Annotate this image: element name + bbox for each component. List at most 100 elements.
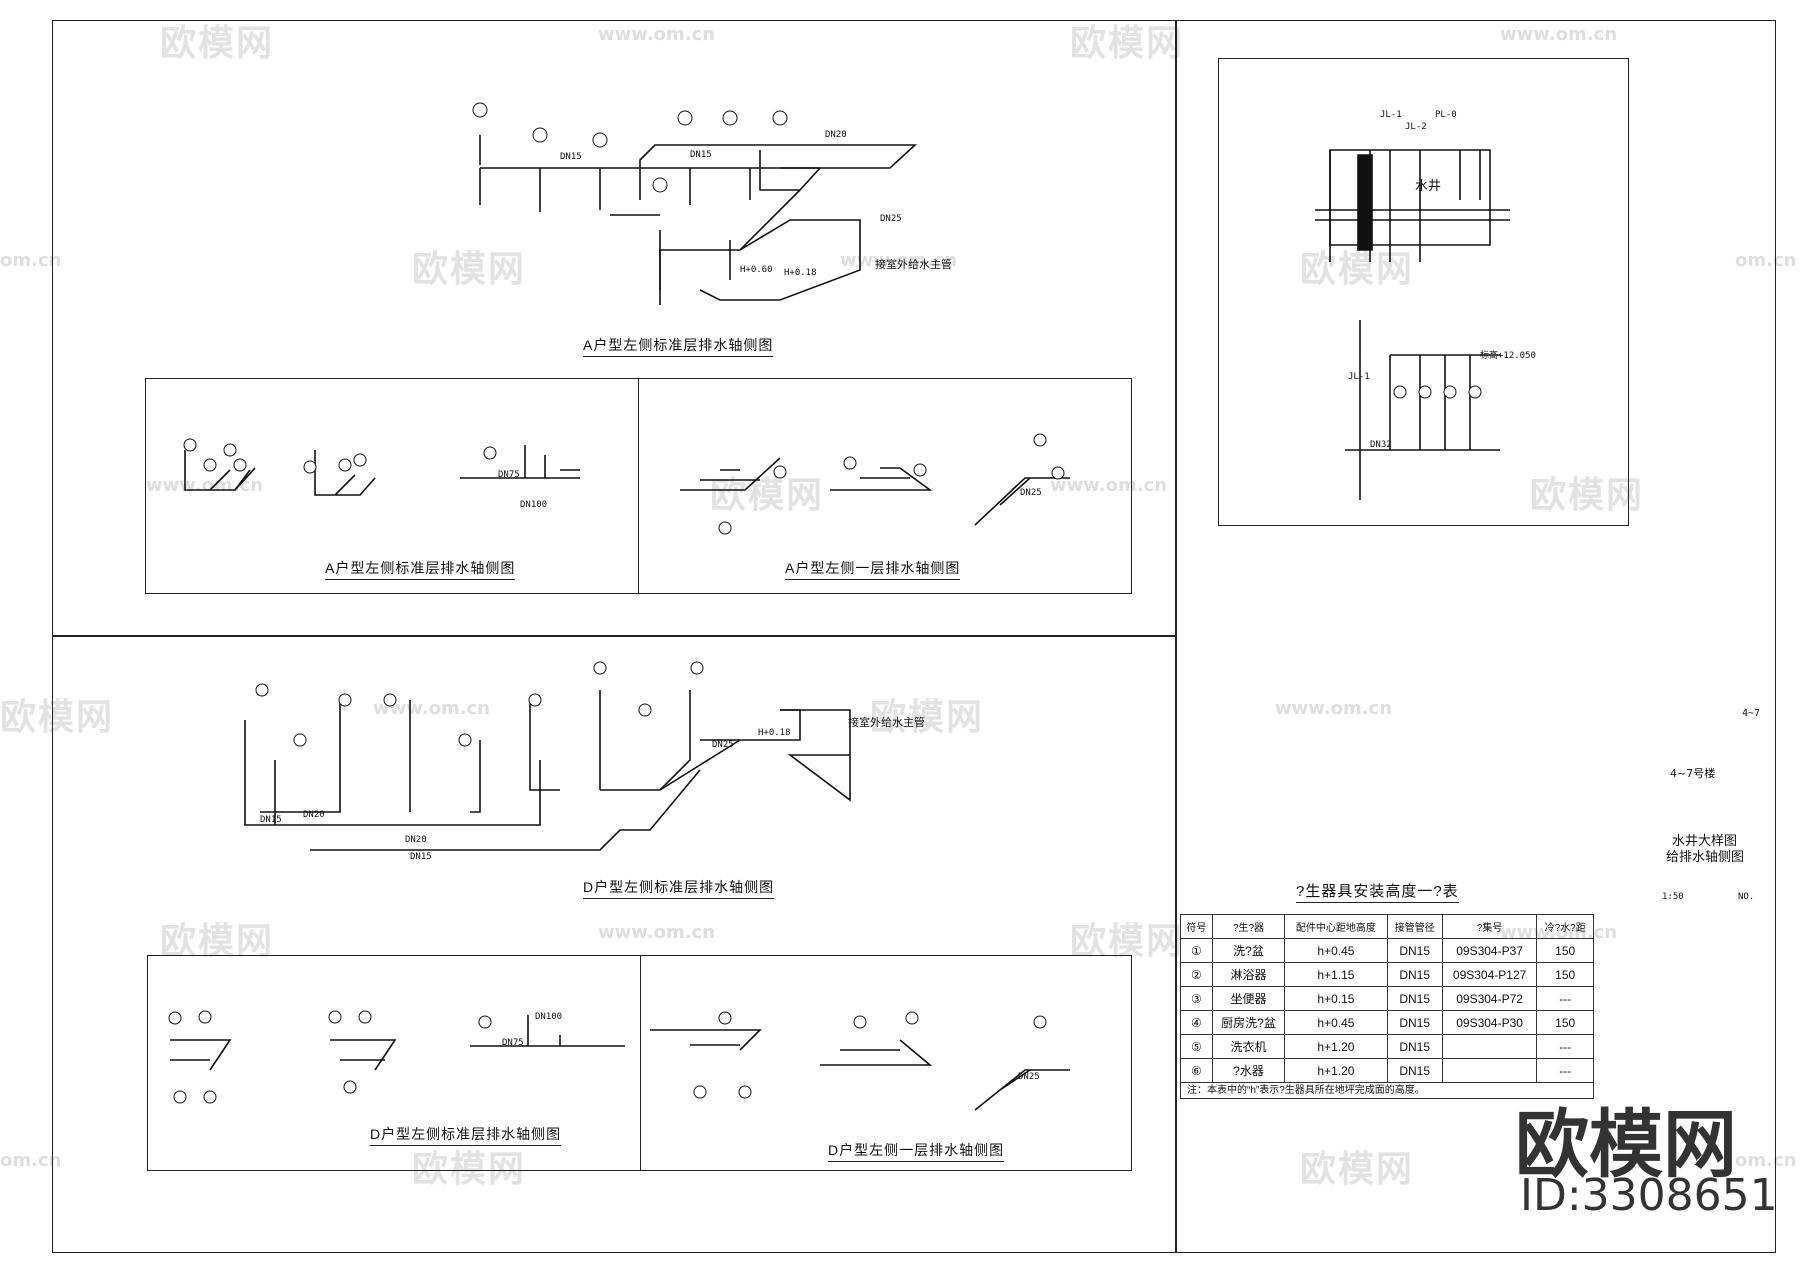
pipe-label-h018: H+0.18 <box>758 728 791 738</box>
watermark-url: www.om.cn <box>1500 24 1618 45</box>
pipe-label-dn15: DN15 <box>260 815 282 825</box>
cell-symbol: ③ <box>1180 986 1213 1011</box>
cell-pipe: DN15 <box>1386 1034 1443 1059</box>
cell-pipe: DN15 <box>1386 1058 1443 1083</box>
pipe-label-dn25: DN25 <box>880 214 902 224</box>
cell-atlas: 09S304-P30 <box>1441 1010 1538 1035</box>
cell-height: h+1.20 <box>1284 1058 1388 1083</box>
watermark-brand: 欧模网 <box>160 23 275 64</box>
scale-label: 1:50 <box>1662 892 1684 902</box>
table-row: ⑥ ?水器 h+1.20 DN15 --- <box>1180 1058 1594 1083</box>
drawing-title-2: 给排水轴侧图 <box>1666 850 1745 865</box>
pipe-label-dn100: DN100 <box>535 1012 563 1022</box>
cell-pipe: DN15 <box>1386 1010 1443 1035</box>
watermark-url: om.cn <box>1735 1150 1797 1171</box>
fixture-table: 符号 ?生?器 配件中心距地高度 接管管径 ?集号 冷?水?距 ① 洗?盆 h+… <box>1180 914 1594 1083</box>
cell-height: h+1.20 <box>1284 1034 1388 1059</box>
header-height: 配件中心距地高度 <box>1284 914 1388 939</box>
drawing-border <box>52 20 1776 1253</box>
cell-symbol: ① <box>1180 938 1213 963</box>
model-id: ID:3308651 <box>1520 1170 1778 1221</box>
cell-name: ?水器 <box>1211 1058 1286 1083</box>
pipe-label-dn20: DN20 <box>825 130 847 140</box>
title-d-right-detail: D户型左侧一层排水轴侧图 <box>828 1140 1005 1162</box>
cell-symbol: ⑥ <box>1180 1058 1213 1083</box>
title-block-divider <box>1175 20 1177 1253</box>
cell-spacing: 150 <box>1536 962 1594 987</box>
cell-symbol: ⑤ <box>1180 1034 1213 1059</box>
cell-height: h+1.15 <box>1284 962 1388 987</box>
watermark-brand: 欧模网 <box>1530 475 1645 516</box>
cell-spacing: 150 <box>1536 1010 1594 1035</box>
drawing-title-1: 水井大样图 <box>1672 834 1738 849</box>
watermark-brand: 欧模网 <box>1300 1149 1415 1190</box>
cell-atlas <box>1441 1058 1538 1083</box>
cell-spacing: --- <box>1536 1058 1594 1083</box>
section-divider <box>52 635 1176 637</box>
header-spacing: 冷?水?距 <box>1536 914 1594 939</box>
pipe-label-h018: H+0.18 <box>784 268 817 278</box>
watermark-url: om.cn <box>0 250 62 271</box>
watermark-brand: 欧模网 <box>710 475 825 516</box>
title-a-right-detail: A户型左侧一层排水轴侧图 <box>785 558 961 580</box>
pipe-label-dn20: DN20 <box>405 835 427 845</box>
cell-spacing: --- <box>1536 1034 1594 1059</box>
header-name: ?生?器 <box>1211 914 1286 939</box>
pipe-label-h060: H+0.60 <box>740 265 773 275</box>
table-row: ② 淋浴器 h+1.15 DN15 09S304-P127 150 <box>1180 962 1594 987</box>
panel-d-details-split <box>640 955 641 1171</box>
watermark-url: om.cn <box>0 1150 62 1171</box>
pipe-label-dn15: DN15 <box>690 150 712 160</box>
pipe-label-dn20: DN20 <box>303 810 325 820</box>
building-label: 4~7号楼 <box>1670 767 1716 780</box>
watermark-brand: 欧模网 <box>412 249 527 290</box>
cell-symbol: ④ <box>1180 1010 1213 1035</box>
pipe-label-pl0: PL-0 <box>1435 110 1457 120</box>
watermark-brand: 欧模网 <box>1070 23 1185 64</box>
table-row: ③ 坐便器 h+0.15 DN15 09S304-P72 --- <box>1180 986 1594 1011</box>
cell-atlas: 09S304-P127 <box>1441 962 1538 987</box>
table-row: ① 洗?盆 h+0.45 DN15 09S304-P37 150 <box>1180 938 1594 963</box>
header-symbol: 符号 <box>1180 914 1213 939</box>
panel-d-details <box>147 955 1132 1171</box>
pipe-label-dn75: DN75 <box>502 1038 524 1048</box>
pipe-label-jl2: JL-2 <box>1405 122 1427 132</box>
cell-spacing: --- <box>1536 986 1594 1011</box>
watermark-brand: 欧模网 <box>1300 249 1415 290</box>
pipe-label-dn15: DN15 <box>410 852 432 862</box>
cell-name: 淋浴器 <box>1211 962 1286 987</box>
watermark-url: www.om.cn <box>598 922 716 943</box>
cell-name: 洗衣机 <box>1211 1034 1286 1059</box>
watermark-url: www.om.cn <box>1275 698 1393 719</box>
water-well-label: 水井 <box>1415 179 1442 194</box>
title-a-left-detail: A户型左侧标准层排水轴侧图 <box>325 558 516 580</box>
cell-pipe: DN15 <box>1386 938 1443 963</box>
pipe-label-dn32: DN32 <box>1370 440 1392 450</box>
sheet-number: 4~7 <box>1742 708 1761 719</box>
pipe-label-dn25: DN25 <box>712 740 734 750</box>
panel-a-details-split <box>638 378 639 594</box>
pipe-label-dn25: DN25 <box>1018 1072 1040 1082</box>
pipe-label-jl1: JL-1 <box>1348 372 1370 382</box>
cell-symbol: ② <box>1180 962 1213 987</box>
pipe-label-connect-main: 接室外给水主管 <box>848 716 925 729</box>
fixture-table-title: ?生器具安装高度一?表 <box>1296 880 1459 903</box>
pipe-label-connect-main: 接室外给水主管 <box>875 258 952 271</box>
cell-name: 坐便器 <box>1211 986 1286 1011</box>
watermark-url: www.om.cn <box>840 250 958 271</box>
table-header-row: 符号 ?生?器 配件中心距地高度 接管管径 ?集号 冷?水?距 <box>1180 914 1594 939</box>
watermark-brand: 欧模网 <box>870 697 985 738</box>
watermark-brand: 欧模网 <box>412 1149 527 1190</box>
cell-height: h+0.45 <box>1284 938 1388 963</box>
watermark-url: www.om.cn <box>598 24 716 45</box>
pipe-label-dn25: DN25 <box>1020 488 1042 498</box>
table-row: ⑤ 洗衣机 h+1.20 DN15 --- <box>1180 1034 1594 1059</box>
cell-pipe: DN15 <box>1386 986 1443 1011</box>
cell-spacing: 150 <box>1536 938 1594 963</box>
title-a-main: A户型左侧标准层排水轴侧图 <box>583 335 774 357</box>
cell-name: 厨房洗?盆 <box>1211 1010 1286 1035</box>
cell-height: h+0.15 <box>1284 986 1388 1011</box>
cell-atlas <box>1441 1034 1538 1059</box>
pipe-label-dn75: DN75 <box>498 470 520 480</box>
